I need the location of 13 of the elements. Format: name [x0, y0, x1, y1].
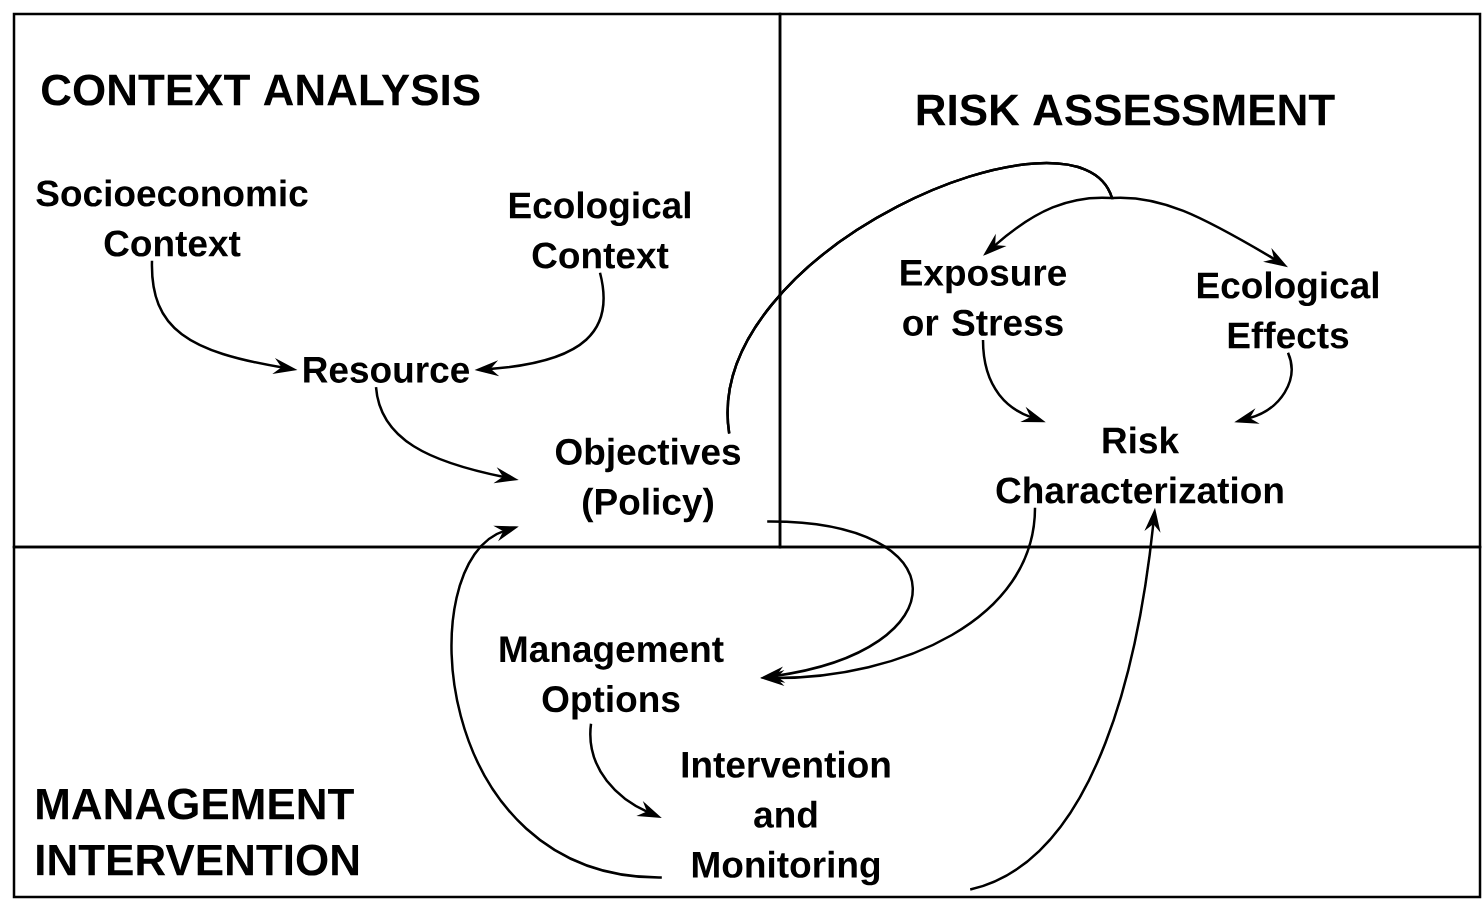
- node-label: Management Options: [500, 636, 724, 720]
- node-label: Risk Characterization: [996, 426, 1283, 504]
- panel-heading: CONTEXT ANALYSIS: [42, 74, 480, 106]
- panel-heading: MANAGEMENT INTERVENTION: [37, 788, 359, 876]
- node-label: Intervention and Monitoring: [682, 750, 890, 886]
- node-label: Ecological Context: [509, 191, 690, 269]
- node-label: Objectives (Policy): [555, 437, 741, 523]
- node-label: Resource: [304, 357, 470, 383]
- node-label: Exposure or Stress: [901, 260, 1067, 336]
- panel-heading: RISK ASSESSMENT: [917, 94, 1335, 126]
- node-label: Socioeconomic Context: [36, 179, 308, 257]
- arrow: [450, 525, 662, 879]
- node-label: Ecological Effects: [1197, 271, 1378, 349]
